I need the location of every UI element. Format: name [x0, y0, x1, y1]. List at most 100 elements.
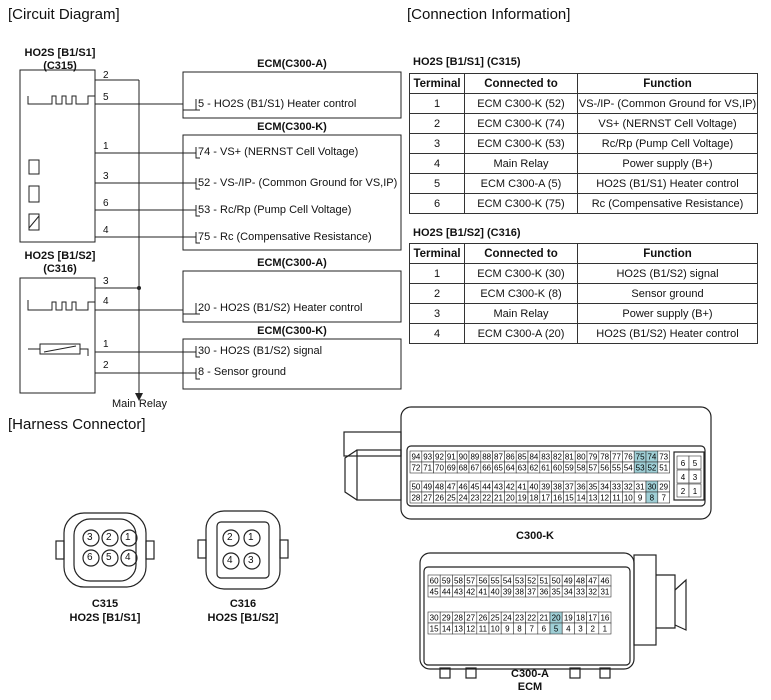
- c300k-pin: 86: [506, 453, 515, 462]
- c300k-side-pin: 3: [693, 473, 698, 482]
- c300a-pin: 6: [542, 625, 547, 634]
- s1-pin-label: 6: [103, 198, 109, 209]
- c300k-pin: 84: [529, 453, 538, 462]
- table-header: Function: [577, 73, 758, 94]
- c300a-pin: 34: [564, 588, 573, 597]
- c300k-pin: 71: [423, 464, 432, 473]
- c300a-pin: 21: [539, 614, 548, 623]
- c300a-pin: 1: [603, 625, 608, 634]
- c300a-pin: 9: [505, 625, 510, 634]
- c300k-pin: 76: [624, 453, 633, 462]
- c300k-side-cell: [688, 469, 702, 484]
- c300a-pin: 22: [527, 614, 536, 623]
- c300k-pin: 66: [482, 464, 491, 473]
- c300a-cell: [598, 585, 612, 598]
- s1-pin-label: 3: [103, 171, 109, 182]
- c316-pin: 3: [248, 555, 254, 566]
- c300k-pin: 26: [435, 494, 444, 503]
- c300k-pin: 79: [588, 453, 597, 462]
- ecm-pin-line: 30 - HO2S (B1/S2) signal: [198, 345, 323, 357]
- c300k-pin: 18: [529, 494, 538, 503]
- c300a-label2: ECM: [517, 681, 543, 693]
- ecm-block-title: ECM(C300-A): [257, 58, 327, 70]
- c300k-pin: 16: [553, 494, 562, 503]
- sensor2-connector: (C316): [43, 263, 77, 275]
- c300k-pin: 85: [518, 453, 527, 462]
- c300k-pin: 12: [600, 494, 609, 503]
- main-relay-label: Main Relay: [112, 398, 168, 410]
- c300k-pin: 81: [565, 453, 574, 462]
- c316-pin: 1: [248, 532, 254, 543]
- c316-pin: 4: [227, 555, 233, 566]
- c300k-pin: 55: [612, 464, 621, 473]
- c300a-pin: 36: [539, 588, 548, 597]
- c300k-pin: 56: [600, 464, 609, 473]
- c300a-pin: 26: [478, 614, 487, 623]
- table-header: Terminal: [409, 243, 465, 264]
- c300k-pin: 27: [423, 494, 432, 503]
- c300k-pin: 23: [470, 494, 479, 503]
- c315-pin: 6: [87, 552, 93, 563]
- c300a-pin: 20: [552, 614, 561, 623]
- c300k-pin: 57: [588, 464, 597, 473]
- c300k-pin: 31: [636, 483, 645, 492]
- c300a-pin: 31: [600, 588, 609, 597]
- harness-connector-heading: [Harness Connector]: [8, 416, 146, 433]
- c300k-pin: 91: [447, 453, 456, 462]
- c300k-pin: 35: [588, 483, 597, 492]
- c300k-pin: 25: [447, 494, 456, 503]
- s1-pin-label: 4: [103, 225, 109, 236]
- s2-pin-label: 4: [103, 296, 109, 307]
- c300a-pin: 33: [576, 588, 585, 597]
- c315-pin: 3: [87, 532, 93, 543]
- table2-title: HO2S [B1/S2] (C316): [413, 227, 521, 239]
- c300a-pin: 5: [554, 625, 559, 634]
- c300k-cell: [657, 461, 670, 474]
- c300k-side-cell: [688, 455, 702, 470]
- c300k-pin: 9: [638, 494, 643, 503]
- c300a-pin: 25: [491, 614, 500, 623]
- c315-label: C315: [91, 598, 119, 610]
- c300a-pin: 60: [430, 577, 439, 586]
- c300k-pin: 64: [506, 464, 515, 473]
- c300k-pin: 93: [423, 453, 432, 462]
- c300k-pin: 30: [647, 483, 656, 492]
- ecm-pin-line: 5 - HO2S (B1/S1) Heater control: [198, 98, 357, 110]
- c300k-pin: 67: [470, 464, 479, 473]
- c300k-pin: 77: [612, 453, 621, 462]
- connection-info-heading: [Connection Information]: [407, 6, 571, 23]
- c300k-pin: 29: [659, 483, 668, 492]
- c315-pin: 5: [106, 552, 112, 563]
- c300a-pin: 16: [600, 614, 609, 623]
- c300k-pin: 48: [435, 483, 444, 492]
- c300k-side-pin: 1: [693, 487, 698, 496]
- c300a-pin: 23: [515, 614, 524, 623]
- c300k-pin: 68: [459, 464, 468, 473]
- c300k-pin: 32: [624, 483, 633, 492]
- c300k-pin: 52: [647, 464, 656, 473]
- c300a-pin: 43: [454, 588, 463, 597]
- c300k-pin: 36: [577, 483, 586, 492]
- c300a-pin: 17: [588, 614, 597, 623]
- c300a-pin: 30: [430, 614, 439, 623]
- s1-pin-label: 5: [103, 92, 109, 103]
- c300a-pin: 56: [478, 577, 487, 586]
- table-header: Function: [577, 243, 758, 264]
- c300k-pin: 63: [518, 464, 527, 473]
- c300k-pin: 47: [447, 483, 456, 492]
- c300k-pin: 45: [470, 483, 479, 492]
- c300k-pin: 20: [506, 494, 515, 503]
- c300a-pin: 8: [517, 625, 522, 634]
- ecm-pin-line: 75 - Rc (Compensative Resistance): [198, 231, 372, 243]
- s2-pin-label: 3: [103, 276, 109, 287]
- c300k-pin: 69: [447, 464, 456, 473]
- c316-label2: HO2S [B1/S2]: [207, 612, 279, 624]
- c300k-pin: 59: [565, 464, 574, 473]
- c300a-pin: 13: [454, 625, 463, 634]
- c300a-pin: 35: [552, 588, 561, 597]
